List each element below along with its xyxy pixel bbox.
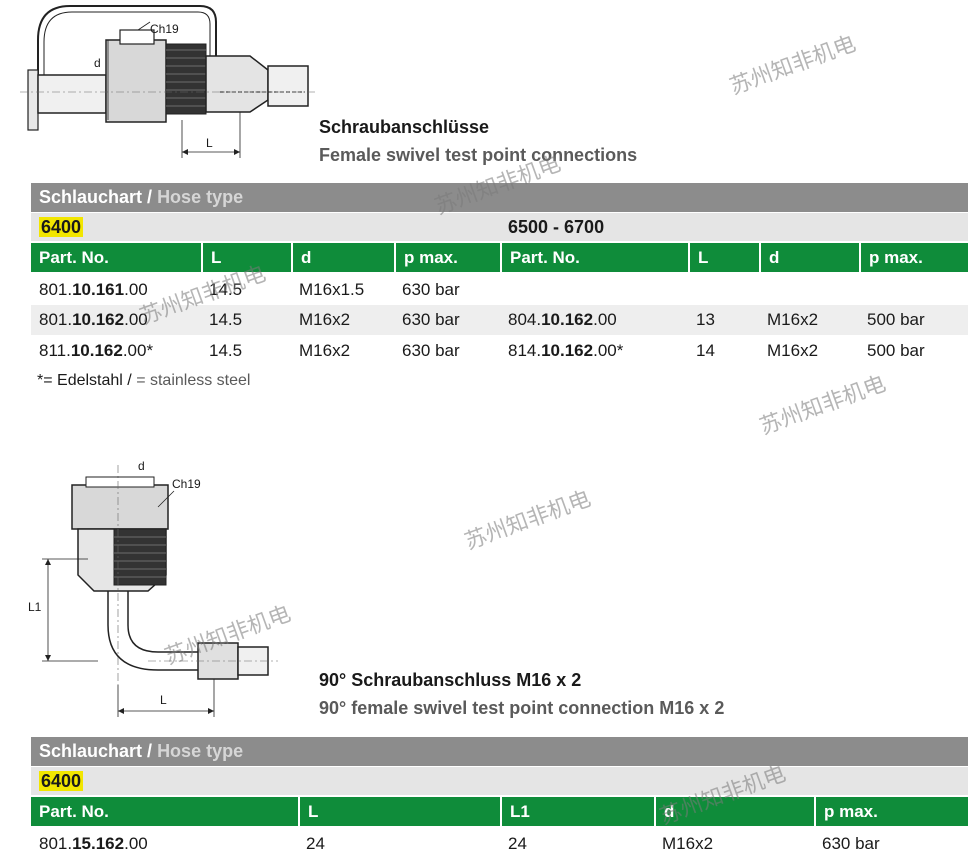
col-l1: L1 (500, 797, 654, 826)
hose-type-de: Schlauchart (39, 187, 143, 207)
drawing-label-ch19: Ch19 (150, 22, 179, 36)
cell-d: M16x2 (299, 310, 351, 329)
drawing-label-l: L (206, 136, 213, 150)
section2-title-en: 90° female swivel test point connection … (319, 698, 725, 718)
col-p: p max. (814, 797, 968, 826)
section2-header-row: Part. No. L L1 d p max. (31, 797, 968, 826)
group-left-label: 6400 (39, 217, 84, 237)
cell-p: 630 bar (402, 341, 460, 360)
drawing-label-d: d (94, 56, 101, 70)
hose-type-sep: / (142, 741, 158, 761)
col-l: L (298, 797, 500, 826)
group-label: 6400 (39, 771, 84, 791)
col-p-right: p max. (859, 243, 968, 272)
col-part-no-right: Part. No. (500, 243, 688, 272)
part-number-right: 804.10.162.00 (508, 310, 617, 329)
cell-d: M16x2 (299, 341, 351, 360)
stainless-note: *= Edelstahl / = stainless steel (37, 371, 250, 391)
hose-type-en: Hose type (157, 187, 244, 207)
col-p-left: p max. (394, 243, 500, 272)
hose-type-de: Schlauchart (39, 741, 143, 761)
section1-title-de: Schraubanschlüsse (319, 117, 490, 137)
part-number: 801.15.162.00 (39, 834, 148, 853)
section1-group-row: 6400 6500 - 6700 (31, 213, 968, 241)
hose-type-en: Hose type (157, 741, 244, 761)
section2-group-row: 6400 (31, 767, 968, 795)
watermark: 苏州知非机电 (461, 486, 595, 556)
group-left-cell: 6400 (31, 213, 84, 241)
section1-title-en: Female swivel test point connections (319, 145, 638, 165)
cell-p-right: 500 bar (867, 341, 925, 360)
section1-hose-type-bar: Schlauchart / Hose type (31, 183, 968, 212)
col-d-right: d (759, 243, 859, 272)
cell-p: 630 bar (402, 280, 460, 299)
section1-header-row: Part. No. L d p max. Part. No. L d p max… (31, 243, 968, 272)
part-number: 811.10.162.00* (39, 341, 154, 360)
part-number-right (500, 275, 508, 304)
cell-d: M16x1.5 (299, 280, 365, 299)
group-cell: 6400 (31, 767, 84, 795)
section2-title: 90° Schraubanschluss M16 x 2 90° female … (319, 669, 724, 719)
col-l-left: L (201, 243, 291, 272)
drawing-label-d: d (138, 459, 145, 473)
cell-p-right: 500 bar (867, 310, 925, 329)
straight-connector-drawing: Ch19 d L (20, 0, 320, 170)
part-number: 801.10.162.00 (39, 310, 148, 329)
group-right-label: 6500 - 6700 (508, 217, 605, 237)
part-number: 801.10.161.00 (39, 280, 148, 299)
cell-l1: 24 (508, 834, 527, 853)
drawing-label-l1: L1 (28, 600, 42, 614)
table-row: 811.10.162.00* 14.5 M16x2 630 bar 814.10… (31, 336, 968, 365)
note-sep: / (122, 372, 137, 389)
cell-l: 14.5 (209, 280, 243, 299)
part-number-right: 814.10.162.00* (508, 341, 624, 360)
col-d-left: d (291, 243, 394, 272)
cell-d-right: M16x2 (767, 341, 819, 360)
note-en: = stainless steel (136, 372, 251, 389)
cell-l: 14.5 (209, 341, 243, 360)
col-part-no: Part. No. (39, 802, 109, 821)
angled-connector-drawing: d Ch19 L1 L (28, 455, 288, 725)
table-row: 801.10.161.00 14.5 M16x1.5 630 bar (31, 275, 968, 304)
cell-p: 630 bar (822, 834, 880, 853)
cell-p: 630 bar (402, 310, 460, 329)
section2-title-de: 90° Schraubanschluss M16 x 2 (319, 670, 582, 690)
cell-d-right (759, 275, 767, 304)
drawing-label-l: L (160, 693, 167, 707)
cell-d: M16x2 (662, 834, 714, 853)
col-l-right: L (688, 243, 759, 272)
cell-l: 14.5 (209, 310, 243, 329)
cell-p-right (859, 275, 867, 304)
section1-title: Schraubanschlüsse Female swivel test poi… (319, 116, 637, 166)
table-row: 801.15.162.00 24 24 M16x2 630 bar (31, 829, 968, 858)
cell-l: 24 (306, 834, 325, 853)
section2-hose-type-bar: Schlauchart / Hose type (31, 737, 968, 766)
cell-d-right: M16x2 (767, 310, 819, 329)
table-row: 801.10.162.00 14.5 M16x2 630 bar 804.10.… (31, 305, 968, 335)
cell-l-right: 14 (696, 341, 715, 360)
hose-type-sep: / (142, 187, 158, 207)
watermark: 苏州知非机电 (726, 31, 860, 101)
cell-l-right (688, 275, 696, 304)
cell-l-right: 13 (696, 310, 715, 329)
drawing-label-ch19: Ch19 (172, 477, 201, 491)
col-part-no-left: Part. No. (39, 248, 109, 267)
col-d: d (654, 797, 814, 826)
watermark: 苏州知非机电 (756, 371, 890, 441)
note-de: *= Edelstahl (37, 372, 123, 389)
